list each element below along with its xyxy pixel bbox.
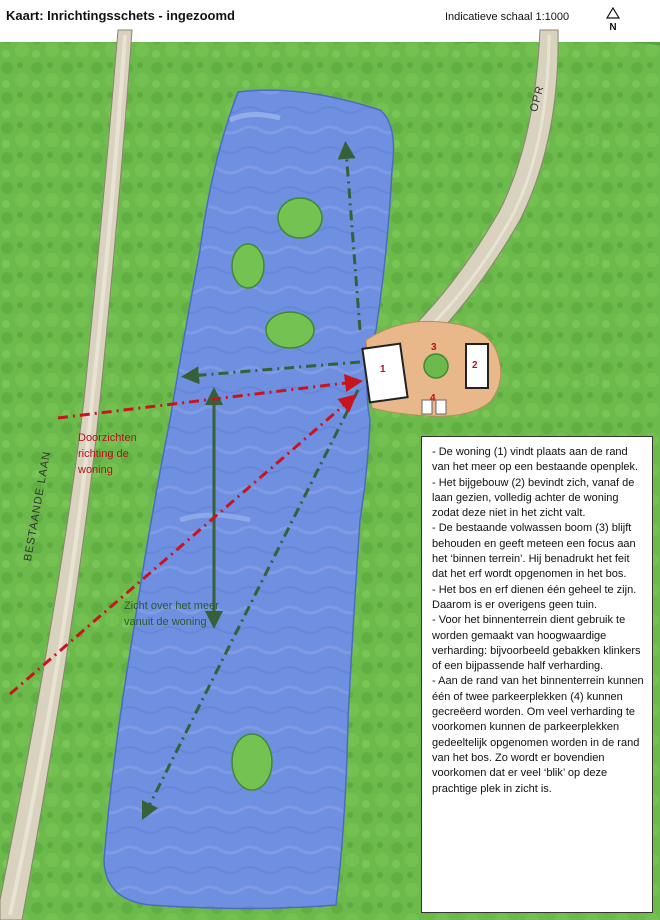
legend-item: - De woning (1) vindt plaats aan de rand… bbox=[432, 446, 639, 474]
island bbox=[265, 311, 315, 349]
marker-4: 4 bbox=[430, 393, 436, 404]
north-arrow-icon bbox=[605, 6, 621, 19]
annotation-sightlines-to-house: Doorzichten richting de woning bbox=[78, 432, 137, 476]
existing-lane bbox=[0, 29, 133, 920]
sightline-west bbox=[181, 360, 361, 385]
existing-tree-3 bbox=[423, 353, 449, 379]
marker-3: 3 bbox=[431, 342, 437, 353]
legend-textbox: - De woning (1) vindt plaats aan de rand… bbox=[421, 436, 653, 913]
map-title: Kaart: Inrichtingsschets - ingezoomd bbox=[6, 8, 235, 23]
north-arrow: N bbox=[602, 6, 624, 33]
sightline-south bbox=[141, 389, 360, 821]
annex-2 bbox=[465, 343, 489, 389]
parking-4a bbox=[421, 399, 433, 415]
legend-item: - Het bos en erf dienen één geheel te zi… bbox=[432, 583, 637, 611]
marker-1: 1 bbox=[380, 364, 386, 375]
legend-item: - De bestaande volwassen boom (3) blijft… bbox=[432, 522, 636, 581]
map-scale: Indicatieve schaal 1:1000 bbox=[445, 11, 570, 23]
sightline-north bbox=[337, 141, 362, 331]
legend-item: - Voor het binnenterrein dient gebruik t… bbox=[432, 614, 641, 673]
viewline-red-2 bbox=[9, 394, 357, 696]
marker-2: 2 bbox=[472, 360, 478, 371]
lake bbox=[103, 89, 395, 910]
house-1 bbox=[361, 342, 409, 404]
island bbox=[231, 733, 273, 791]
viewline-red-1 bbox=[57, 374, 363, 420]
island bbox=[277, 197, 323, 239]
north-letter: N bbox=[609, 22, 617, 33]
legend-item: - Aan de rand van het binnenterrein kunn… bbox=[432, 675, 644, 795]
island bbox=[231, 243, 265, 289]
legend-item: - Het bijgebouw (2) bevindt zich, vanaf … bbox=[432, 476, 635, 520]
annotation-view-over-lake: Zicht over het meer vanuit de woning bbox=[124, 600, 219, 628]
parking-4b bbox=[435, 399, 447, 415]
